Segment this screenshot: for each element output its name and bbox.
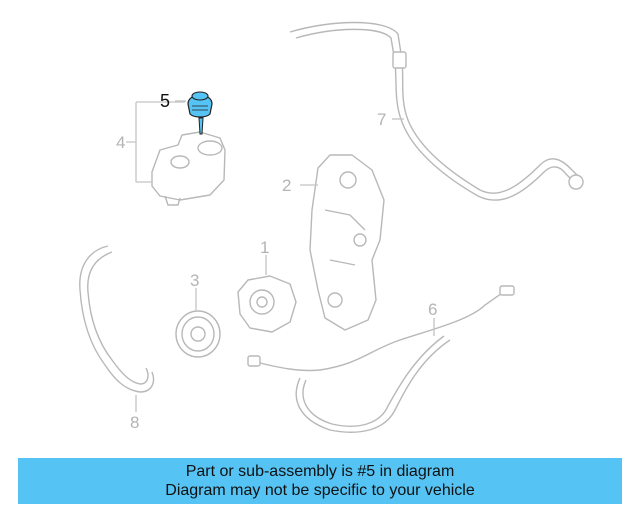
part-1-pump [237, 275, 297, 333]
part-6-return-line [247, 285, 515, 433]
callout-7[interactable]: 7 [377, 110, 386, 129]
part-5-reservoir-cap [187, 91, 213, 135]
callout-2[interactable]: 2 [282, 176, 291, 195]
callout-5[interactable]: 5 [160, 91, 170, 111]
part-8-hose [79, 245, 155, 393]
callout-4[interactable]: 4 [116, 133, 125, 152]
banner-line-1: Part or sub-assembly is #5 in diagram [185, 463, 455, 480]
callout-3[interactable]: 3 [190, 271, 199, 290]
callout-6[interactable]: 6 [428, 300, 437, 319]
callout-leaders [126, 100, 435, 412]
part-3-pulley [175, 310, 221, 358]
callout-1[interactable]: 1 [260, 238, 269, 257]
info-banner: Part or sub-assembly is #5 in diagram Di… [18, 458, 622, 504]
part-2-bracket [309, 154, 385, 331]
callout-8[interactable]: 8 [130, 413, 139, 432]
banner-line-2: Diagram may not be specific to your vehi… [165, 482, 475, 499]
part-7-hose-line [289, 21, 584, 201]
part-4-reservoir [151, 131, 226, 206]
